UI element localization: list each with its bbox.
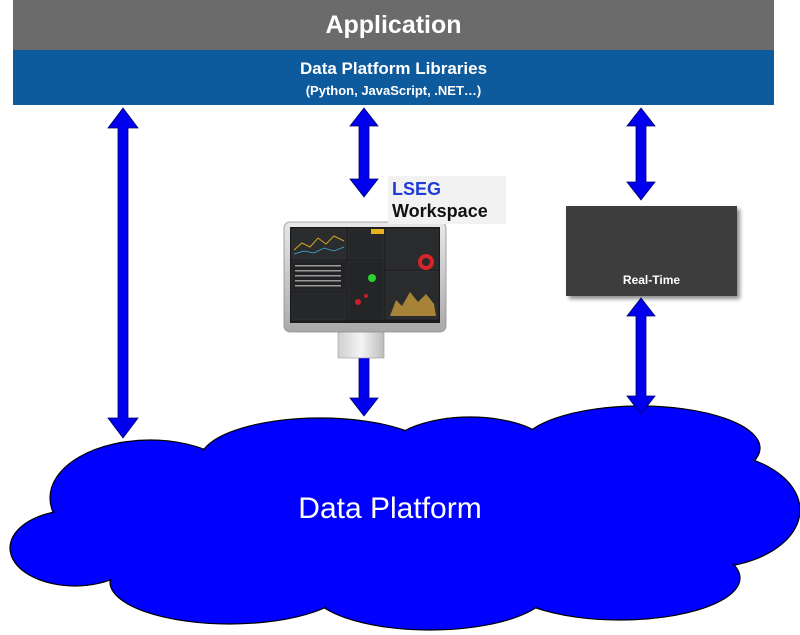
libraries-title: Data Platform Libraries <box>299 59 488 78</box>
libraries-subtitle: (Python, JavaScript, .NET…) <box>305 83 482 98</box>
data-platform-cloud <box>9 405 800 631</box>
application-title: Application <box>325 10 462 39</box>
workspace-label-lseg: LSEG <box>392 179 442 199</box>
arrow-right-top <box>626 107 656 201</box>
arrow-center-top <box>349 107 379 198</box>
realtime-box: Real-Time <box>566 206 737 296</box>
workspace-label: LSEG Workspace <box>388 176 506 224</box>
workspace-monitor-image <box>283 221 447 359</box>
arrow-left <box>107 107 139 439</box>
libraries-bar: Data Platform Libraries (Python, JavaScr… <box>13 50 774 105</box>
data-platform-label: Data Platform <box>298 492 482 525</box>
application-bar: Application <box>13 0 774 50</box>
realtime-label: Real-Time <box>622 273 681 287</box>
arrow-right-bottom <box>626 297 656 415</box>
workspace-label-workspace: Workspace <box>392 201 488 221</box>
